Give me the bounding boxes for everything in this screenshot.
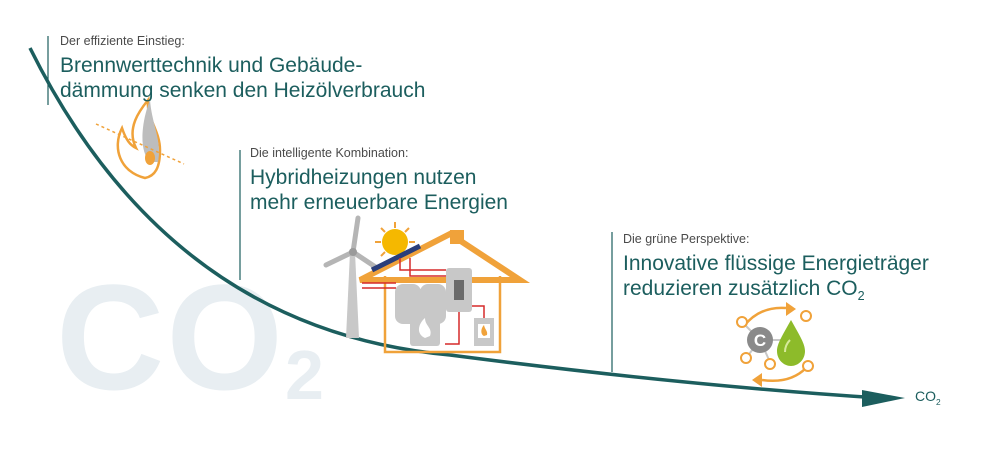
solar-panel bbox=[370, 243, 422, 273]
stage3-title-line1: Innovative flüssige Energieträger bbox=[623, 252, 929, 275]
stage2-subtitle: Die intelligente Kombination: bbox=[250, 146, 409, 160]
stage3-title: Innovative flüssige Energieträger reduzi… bbox=[623, 251, 929, 309]
co2-decline-curve bbox=[28, 47, 881, 400]
stage2-title-line2: mehr erneuerbare Energien bbox=[250, 191, 508, 214]
liquid-energy-cycle-icon: C bbox=[736, 302, 814, 387]
stage1-title-line1: Brennwerttechnik und Gebäude- bbox=[60, 54, 363, 77]
green-drop bbox=[777, 320, 805, 366]
stage1-text: Der effiziente Einstieg: Brennwerttechni… bbox=[60, 34, 425, 103]
stage2-title: Hybridheizungen nutzen mehr erneuerbare … bbox=[250, 165, 508, 215]
stage3-subtitle: Die grüne Perspektive: bbox=[623, 232, 750, 246]
stage2-title-line1: Hybridheizungen nutzen bbox=[250, 166, 477, 189]
stage3-text: Die grüne Perspektive: Innovative flüssi… bbox=[623, 232, 929, 309]
sun-icon bbox=[375, 222, 415, 262]
stage1-subtitle: Der effiziente Einstieg: bbox=[60, 34, 185, 48]
stage2-text: Die intelligente Kombination: Hybridheiz… bbox=[250, 146, 508, 215]
curve-arrowhead bbox=[862, 390, 905, 407]
stage3-title-line2: reduzieren zusätzlich CO2 bbox=[623, 277, 865, 304]
flame-icon bbox=[95, 95, 185, 180]
hybrid-house-icon bbox=[358, 230, 531, 354]
carbon-label: C bbox=[754, 331, 766, 350]
stage1-title-line2: dämmung senken den Heizölverbrauch bbox=[60, 79, 426, 102]
background-co2-watermark: CO2 bbox=[56, 253, 326, 421]
co2-axis-label: CO2 bbox=[915, 388, 941, 407]
stage1-title: Brennwerttechnik und Gebäude- dämmung se… bbox=[60, 53, 425, 103]
